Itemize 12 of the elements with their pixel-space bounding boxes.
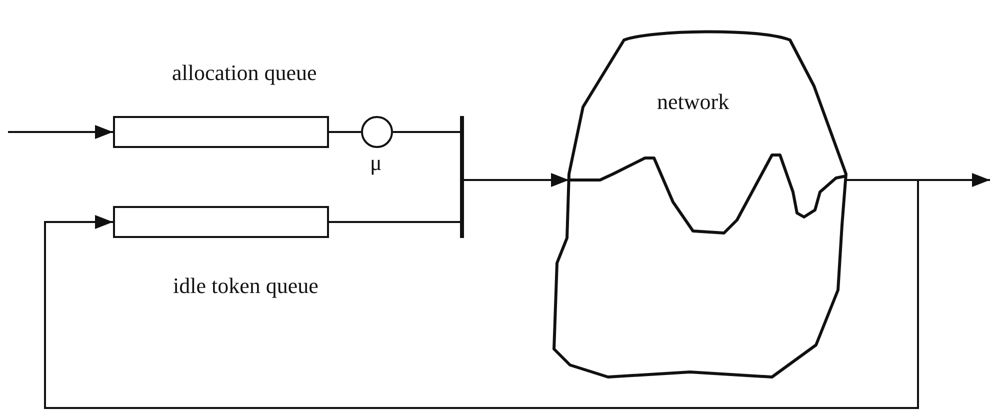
connector-line bbox=[329, 221, 460, 223]
server-circle bbox=[361, 116, 393, 148]
arrow bbox=[44, 179, 919, 409]
queue-label: allocation queue bbox=[172, 60, 317, 86]
arrow bbox=[464, 173, 569, 187]
join-bar bbox=[460, 116, 464, 238]
rate-label: μ bbox=[370, 150, 382, 176]
connector-line bbox=[329, 131, 361, 133]
arrow bbox=[8, 125, 113, 139]
connector-line bbox=[393, 131, 460, 133]
queue-label: idle token queue bbox=[173, 273, 318, 299]
network-label: network bbox=[657, 89, 730, 115]
